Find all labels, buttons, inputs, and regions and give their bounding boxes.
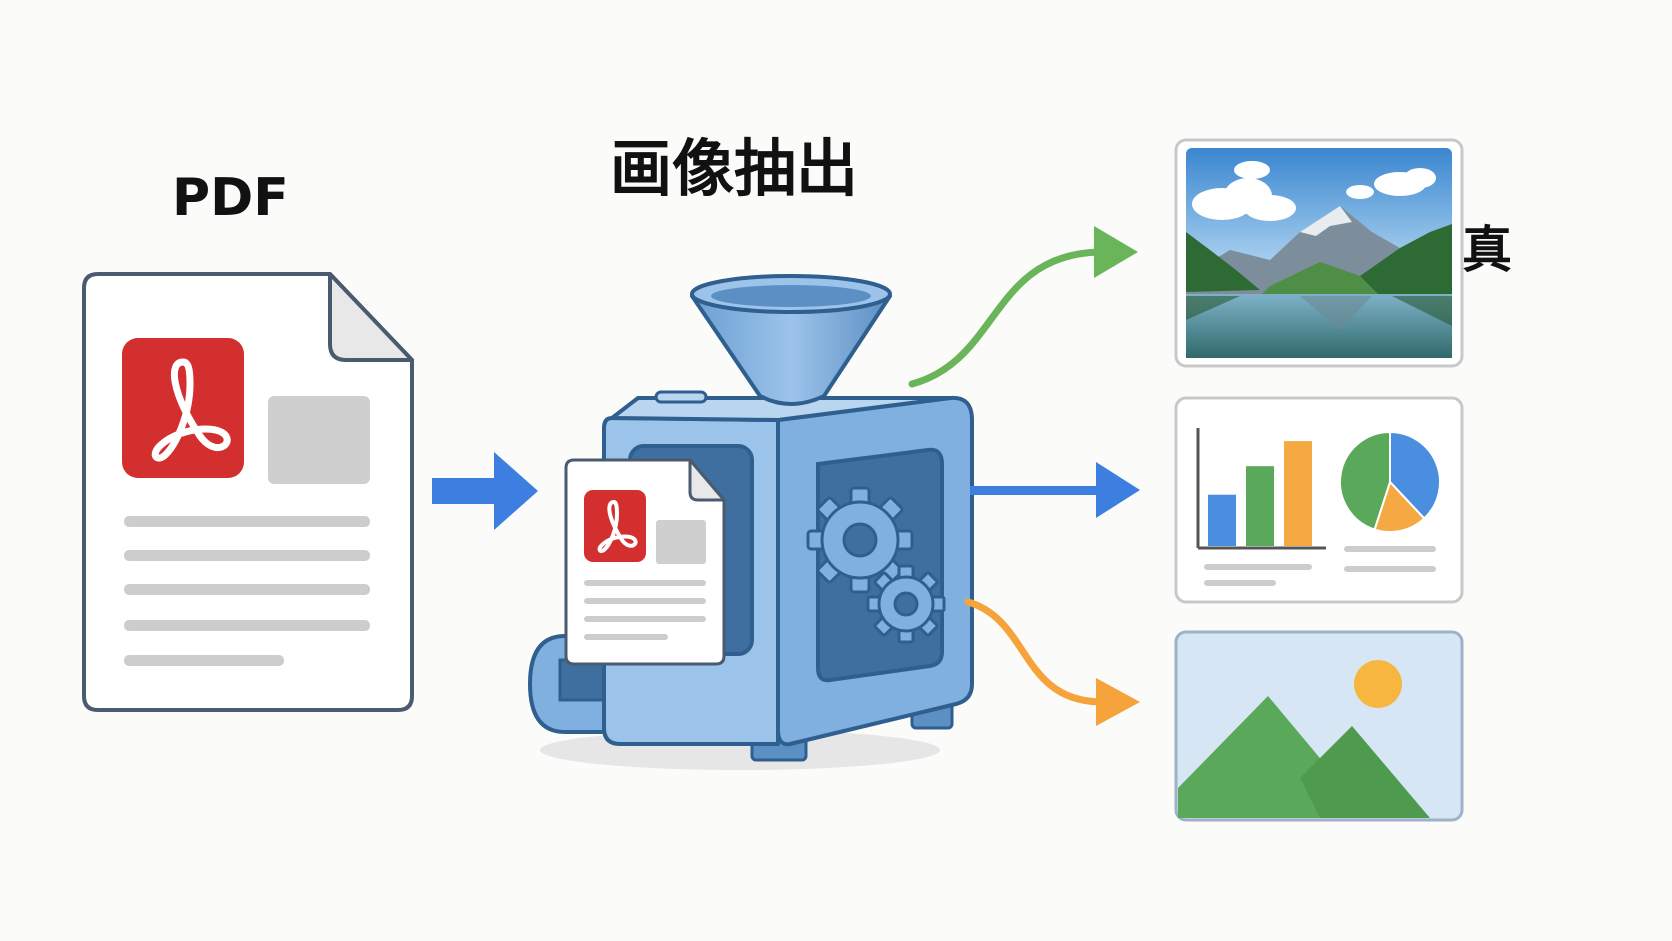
process-title: 画像抽出 (610, 132, 859, 205)
pie-slice-3 (1339, 430, 1391, 531)
pdf-document-small-icon (564, 458, 726, 666)
mountain-sun-icon (1174, 630, 1464, 822)
landscape-photo-icon (1174, 138, 1464, 368)
pie-slice-1 (1389, 430, 1441, 520)
source-label: PDF (172, 168, 289, 228)
acrobat-logo-icon (122, 338, 244, 478)
output-arrow-chart (970, 462, 1140, 518)
chart-bar-1 (1208, 494, 1236, 546)
bar-pie-chart-icon (1174, 396, 1464, 604)
output-arrow-photo (908, 226, 1138, 388)
output-arrow-illustration (964, 598, 1140, 726)
chart-bar-2 (1246, 466, 1274, 546)
gear-icon (806, 486, 914, 594)
gear-icon (866, 564, 946, 644)
input-arrow (432, 452, 538, 530)
chart-bar-3 (1284, 441, 1312, 546)
